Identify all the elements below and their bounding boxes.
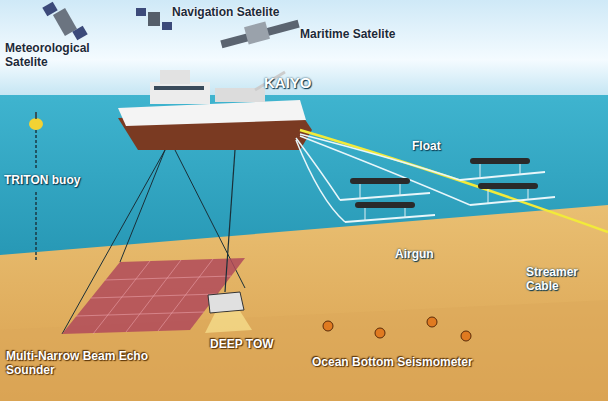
tow-cable: [296, 134, 470, 222]
mooring-line: [35, 192, 37, 262]
instrument-label: DEEP TOW: [210, 338, 274, 352]
sonar-beam: [62, 150, 245, 334]
satellite-label: Navigation Satelite: [172, 6, 279, 20]
buoy-label: TRITON buoy: [4, 174, 80, 188]
satellite: [136, 8, 172, 30]
satellite-label: Maritime Satelite: [300, 28, 395, 42]
sky: [0, 0, 608, 100]
part-label: Streamer Cable: [526, 266, 604, 294]
instrument-label: Multi-Narrow Beam Echo Sounder: [6, 350, 176, 378]
sea: [0, 95, 608, 401]
seismometer: [323, 317, 471, 341]
mooring-line: [35, 130, 37, 168]
airgun-array: [340, 158, 555, 222]
deep-tow: [205, 292, 252, 333]
streamer-cable: [300, 130, 608, 232]
satellite-label: Meteorological Satelite: [5, 42, 105, 70]
buoy: [29, 118, 43, 130]
instrument-label: Ocean Bottom Seismometer: [312, 356, 473, 370]
ship-name: KAIYO: [264, 74, 312, 91]
satellite: [42, 2, 87, 41]
satellite: [220, 20, 299, 48]
part-label: Airgun: [395, 248, 434, 262]
part-label: Float: [412, 140, 441, 154]
tow-cable: [225, 150, 235, 292]
seafloor: [0, 205, 608, 401]
ship: [118, 70, 312, 150]
